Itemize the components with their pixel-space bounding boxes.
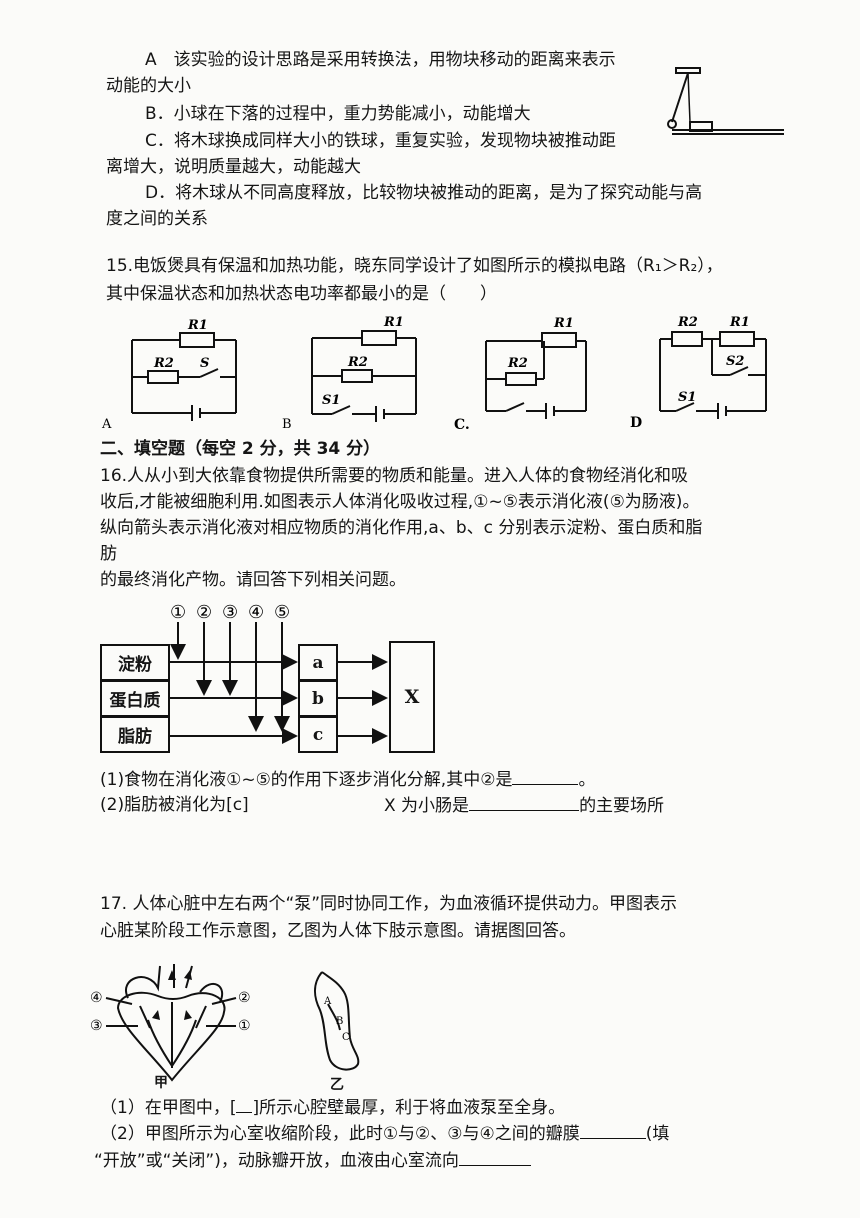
heart-label-2: ②: [238, 990, 251, 1006]
circuit-b-r1-label: R1: [383, 315, 404, 330]
circuit-d-s1-label: S1: [678, 390, 696, 405]
q16-sub2: (2)脂肪被消化为[c]: [100, 794, 249, 816]
product-c-box: c: [298, 716, 338, 753]
q16-stem-line3: 纵向箭头表示消化液对相应物质的消化作用,a、b、c 分别表示淀粉、蛋白质和脂: [100, 518, 703, 538]
circuit-a-r1-label: R1: [187, 318, 208, 333]
circuit-b: R1 R2 S1 B: [282, 315, 417, 430]
q17-stem-line2: 心脏某阶段工作示意图，乙图为人体下肢示意图。请据图回答。: [100, 921, 576, 941]
pendulum-apparatus-figure: [667, 67, 784, 135]
circuit-a: R1 R2 S A: [101, 318, 237, 430]
q17-sub1-answer-blank[interactable]: [236, 1096, 253, 1113]
circuit-c: R1 R2 C.: [454, 316, 587, 430]
q14-option-a-line2: 动能的大小: [106, 76, 191, 96]
q15-stem-line1: 15.电饭煲具有保温和加热功能，晓东同学设计了如图所示的模拟电路（R₁＞R₂），: [106, 256, 723, 276]
q14-option-d-line2: 度之间的关系: [106, 209, 208, 229]
circuit-b-letter: B: [282, 417, 292, 430]
circuit-d: R2 R1 S2 S1 D: [630, 315, 767, 431]
q16-sub2-rest: X 为小肠是 的主要场所: [384, 794, 664, 817]
digestive-juice-5: ⑤: [274, 602, 290, 623]
q16-sub1-text: (1)食物在消化液①~⑤的作用下逐步消化分解,其中②是: [100, 770, 513, 790]
q16-sub1-end: 。: [578, 770, 596, 790]
q16-stem-line2: 收后,才能被细胞利用.如图表示人体消化吸收过程,①~⑤表示消化液(⑤为肠液)。: [100, 492, 700, 512]
q17-sub2-flow-blank[interactable]: [458, 1149, 531, 1166]
digestive-juice-1: ①: [170, 602, 186, 623]
digestive-juice-2: ②: [196, 602, 212, 623]
circuit-d-r2-label: R2: [677, 315, 698, 330]
q16-sub1-answer-blank[interactable]: [512, 768, 579, 785]
caption-jia: 甲: [154, 1075, 168, 1091]
circuit-c-letter: C.: [454, 417, 470, 430]
circuit-a-r2-label: R2: [153, 356, 174, 371]
q16-stem-line4: 肪: [100, 544, 117, 564]
product-b-box: b: [298, 680, 338, 717]
circuit-a-s-label: S: [200, 356, 209, 371]
q17-sub2-valve-blank[interactable]: [579, 1122, 646, 1139]
q17-sub2-text-1: （2）甲图所示为心室收缩阶段，此时①与②、③与④之间的瓣膜: [100, 1124, 580, 1144]
digestion-diagram-lines: ① ② ③ ④ ⑤: [170, 602, 388, 744]
circuit-c-r2-label: R2: [507, 356, 528, 371]
small-intestine-x-box: X: [389, 641, 435, 753]
digestive-juice-4: ④: [248, 602, 264, 623]
leg-label-c: C: [342, 1032, 350, 1043]
food-starch-box: 淀粉: [100, 644, 170, 681]
q16-sub2-answer-blank[interactable]: [469, 794, 580, 811]
q17-sub1: （1）在甲图中，[ ]所示心腔壁最厚，利于将血液泵至全身。: [100, 1096, 565, 1119]
q15-stem-line2: 其中保温状态和加热状态电功率都最小的是（ ）: [106, 284, 497, 304]
q16-sub2-text-b: X 为小肠是: [384, 796, 470, 816]
circuit-d-s2-label: S2: [726, 354, 744, 369]
food-protein-box: 蛋白质: [100, 680, 170, 717]
section-2-heading: 二、填空题（每空 2 分，共 34 分）: [100, 439, 381, 459]
circuit-c-r1-label: R1: [553, 316, 574, 331]
product-a-box: a: [298, 644, 338, 681]
heart-diagram: ④ ② ③ ①: [90, 964, 251, 1082]
circuit-b-s1-label: S1: [322, 393, 340, 408]
q17-sub2-line2: “开放”或“关闭”)，动脉瓣开放，血液由心室流向: [94, 1149, 531, 1172]
q17-sub1-text-b: ]所示心腔壁最厚，利于将血液泵至全身。: [252, 1098, 566, 1118]
q16-sub2-text-c: 的主要场所: [579, 796, 665, 816]
heart-label-1: ①: [238, 1018, 251, 1034]
q17-sub2-line1: （2）甲图所示为心室收缩阶段，此时①与②、③与④之间的瓣膜 (填: [100, 1122, 669, 1145]
q16-sub1: (1)食物在消化液①~⑤的作用下逐步消化分解,其中②是 。: [100, 768, 595, 791]
caption-yi: 乙: [330, 1077, 344, 1093]
q14-option-c-line2: 离增大，说明质量越大，动能越大: [106, 157, 361, 177]
q14-option-c-line1: C．将木球换成同样大小的铁球，重复实验，发现物块被推动距: [145, 131, 616, 151]
food-fat-box: 脂肪: [100, 716, 170, 753]
circuit-a-letter: A: [101, 417, 112, 430]
circuit-b-r2-label: R2: [347, 355, 368, 370]
q16-stem-line1: 16.人从小到大依靠食物提供所需要的物质和能量。进入人体的食物经消化和吸: [100, 466, 689, 486]
q14-option-d-line1: D．将木球从不同高度释放，比较物块被推动的距离，是为了探究动能与高: [145, 183, 703, 203]
q17-stem-line1: 17. 人体心脏中左右两个“泵”同时协同工作，为血液循环提供动力。甲图表示: [100, 894, 678, 914]
q17-sub2-text-2: “开放”或“关闭”)，动脉瓣开放，血液由心室流向: [94, 1151, 459, 1171]
q14-option-b: B．小球在下落的过程中，重力势能减小，动能增大: [145, 104, 531, 124]
leg-label-a: A: [323, 996, 332, 1007]
digestive-juice-3: ③: [222, 602, 238, 623]
leg-diagram: A B C: [314, 971, 360, 1071]
circuit-d-letter: D: [630, 415, 642, 431]
circuit-d-r1-label: R1: [729, 315, 750, 330]
heart-label-4: ④: [90, 990, 103, 1006]
q14-option-a-line1: A 该实验的设计思路是采用转换法，用物块移动的距离来表示: [145, 50, 616, 70]
leg-label-b: B: [336, 1016, 343, 1027]
q17-sub2-text-1-end: (填: [645, 1124, 670, 1144]
q16-stem-line5: 的最终消化产物。请回答下列相关问题。: [100, 570, 406, 590]
q17-sub1-text-a: （1）在甲图中，[: [100, 1098, 237, 1118]
heart-label-3: ③: [90, 1018, 103, 1034]
q16-sub2-text-a: (2)脂肪被消化为[c]: [100, 795, 249, 815]
